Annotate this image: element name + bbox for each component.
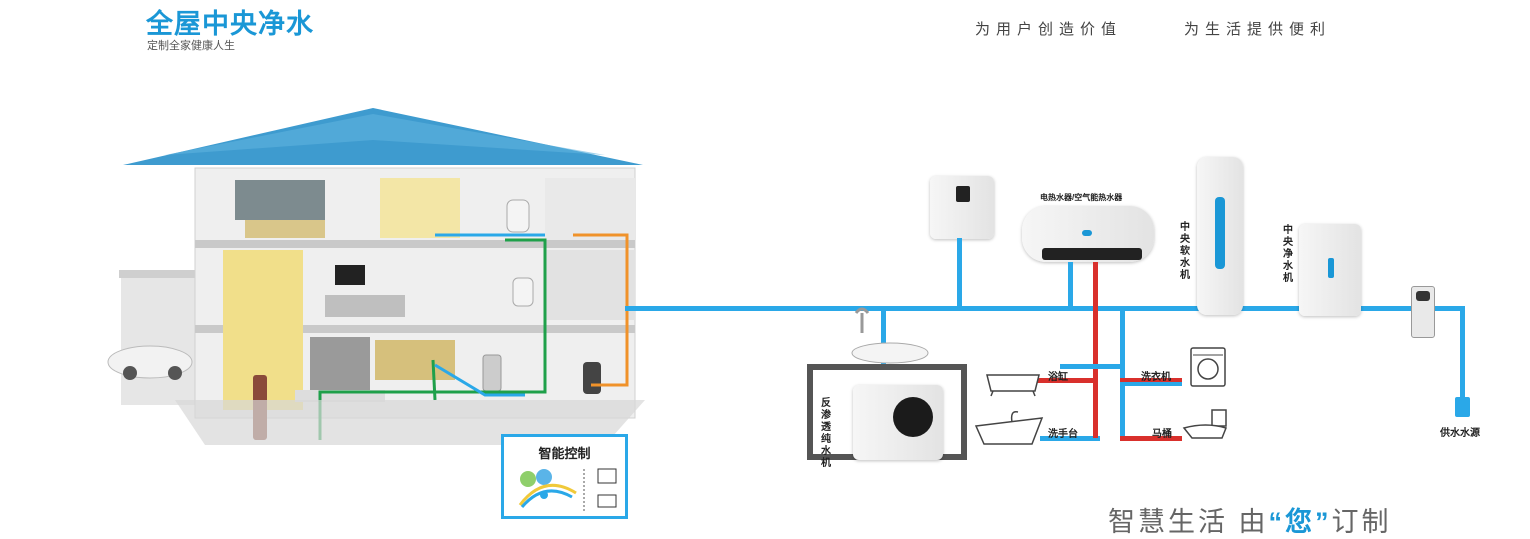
- pipeline-dispenser: [930, 176, 994, 239]
- tv: [335, 265, 365, 285]
- label-central-purifier: 中央净水机: [1283, 225, 1293, 284]
- pre-filter-valve: [1411, 286, 1435, 338]
- fridge: [310, 337, 370, 392]
- bottom-slogan: 智慧生活 由“您”订制: [1108, 500, 1392, 539]
- slogan-left: 为用户创造价值: [975, 21, 1123, 38]
- bottom-slogan-quote: “您”: [1268, 507, 1332, 537]
- faucet-sink: [851, 307, 929, 364]
- central-softener: [1197, 157, 1243, 315]
- sofa: [325, 295, 405, 317]
- smart-control-diagram: [518, 468, 617, 513]
- bed: [245, 220, 325, 238]
- washing-machine-icon: [1190, 347, 1226, 387]
- label-washing-machine: 洗衣机: [1141, 372, 1171, 383]
- bathtub-icon: [986, 374, 1040, 397]
- label-central-softener: 中央软水机: [1180, 222, 1190, 281]
- label-water-heater: 电热水器/空气能热水器: [1040, 193, 1123, 202]
- label-water-source: 供水水源: [1440, 428, 1480, 439]
- label-toilet: 马桶: [1152, 429, 1172, 440]
- softener-small: [583, 362, 601, 394]
- label-bathtub: 浴缸: [1048, 372, 1068, 383]
- house-illustration: [107, 108, 645, 445]
- smart-control-title: 智能控制: [538, 446, 591, 461]
- wash-basin-icon: [974, 410, 1044, 445]
- main-water-pipe: [625, 306, 1465, 311]
- central-purifier: [1299, 224, 1361, 316]
- bedroom-painting: [235, 180, 325, 220]
- water-heater: [1022, 206, 1154, 262]
- label-wash-basin: 洗手台: [1048, 429, 1078, 440]
- slogan-right: 为生活提供便利: [1184, 21, 1332, 38]
- smart-control-panel: 智能控制: [501, 434, 628, 519]
- bottom-slogan-post: 订制: [1331, 507, 1392, 537]
- bottom-slogan-pre: 智慧生活 由: [1108, 507, 1269, 537]
- page-subtitle: 定制全家健康人生: [147, 40, 235, 52]
- source-pipe: [1460, 306, 1465, 398]
- kitchen-cabinet: [375, 340, 455, 380]
- page-title: 全屋中央净水: [146, 9, 314, 39]
- kitchen-purifier: [506, 199, 530, 233]
- tank: [482, 354, 502, 392]
- ro-machine: [853, 385, 943, 460]
- hot-water-pipe: [1093, 262, 1098, 438]
- source-tap-icon: [1455, 397, 1470, 417]
- label-ro-machine: 反渗透纯水机: [821, 398, 831, 469]
- toilet-icon: [1182, 409, 1228, 439]
